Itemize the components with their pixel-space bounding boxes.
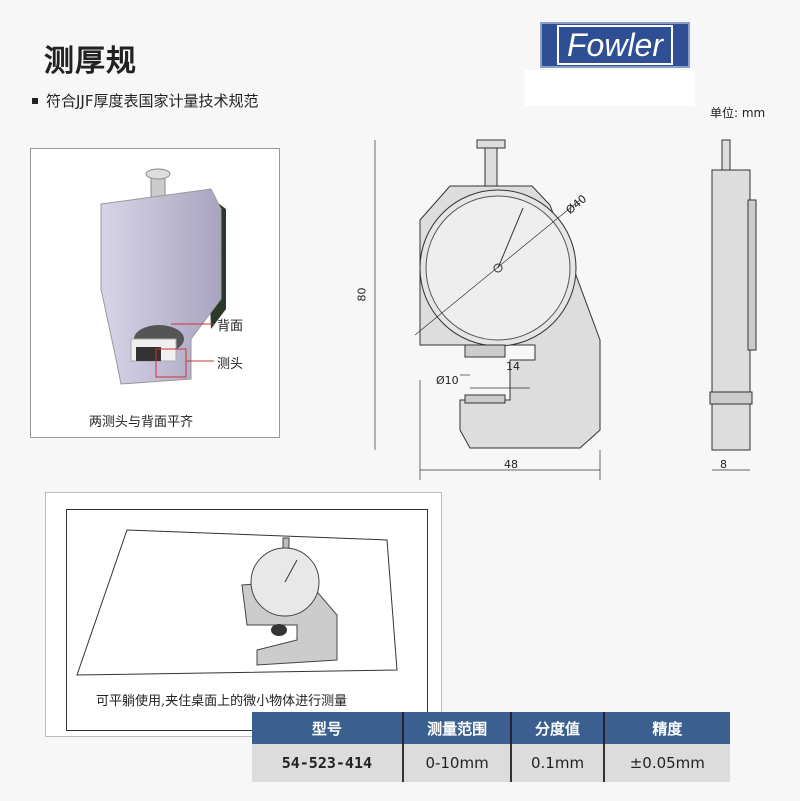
usage-caption: 可平躺使用,夹住桌面上的微小物体进行测量 [96, 694, 348, 709]
bullet-icon [32, 97, 38, 104]
header-resolution: 分度值 [511, 712, 605, 744]
feature-text: 符合JJF厚度表国家计量技术规范 [46, 92, 259, 110]
logo-text: Fowler [556, 25, 674, 65]
blank-area [525, 70, 695, 106]
label-head: 测头 [217, 357, 244, 372]
technical-drawing [374, 139, 757, 480]
usage-illustration [76, 529, 398, 676]
cell-accuracy: ±0.05mm [603, 744, 730, 782]
cell-resolution: 0.1mm [511, 744, 605, 782]
header-accuracy: 精度 [603, 712, 730, 744]
photo-caption: 两测头与背面平齐 [89, 415, 194, 430]
dim-height: 80 [355, 287, 369, 302]
cell-model: 54-523-414 [252, 744, 404, 782]
table-header-row: 型号 测量范围 分度值 精度 [252, 712, 730, 744]
feature-bullet: 符合JJF厚度表国家计量技术规范 [32, 90, 258, 111]
product-photo: 背面 测头 两测头与背面平齐 [30, 148, 280, 438]
unit-label: 单位: mm [710, 106, 766, 120]
usage-frame [66, 509, 428, 731]
header-range: 测量范围 [402, 712, 513, 744]
usage-panel: 可平躺使用,夹住桌面上的微小物体进行测量 [45, 492, 442, 737]
gauge-photo-illustration [100, 168, 226, 385]
cell-range: 0-10mm [402, 744, 513, 782]
table-row: 54-523-414 0-10mm 0.1mm ±0.05mm [252, 744, 730, 782]
brand-logo: Fowler [540, 22, 690, 68]
dim-depth: 14 [506, 360, 520, 373]
dim-width: 48 [504, 458, 518, 471]
page-title: 测厚规 [44, 44, 137, 79]
spec-table: 型号 测量范围 分度值 精度 54-523-414 0-10mm 0.1mm ±… [252, 712, 730, 782]
dim-anvil: Ø10 [436, 374, 459, 387]
dim-thickness: 8 [720, 458, 727, 471]
header-model: 型号 [252, 712, 404, 744]
label-back: 背面 [217, 319, 244, 334]
